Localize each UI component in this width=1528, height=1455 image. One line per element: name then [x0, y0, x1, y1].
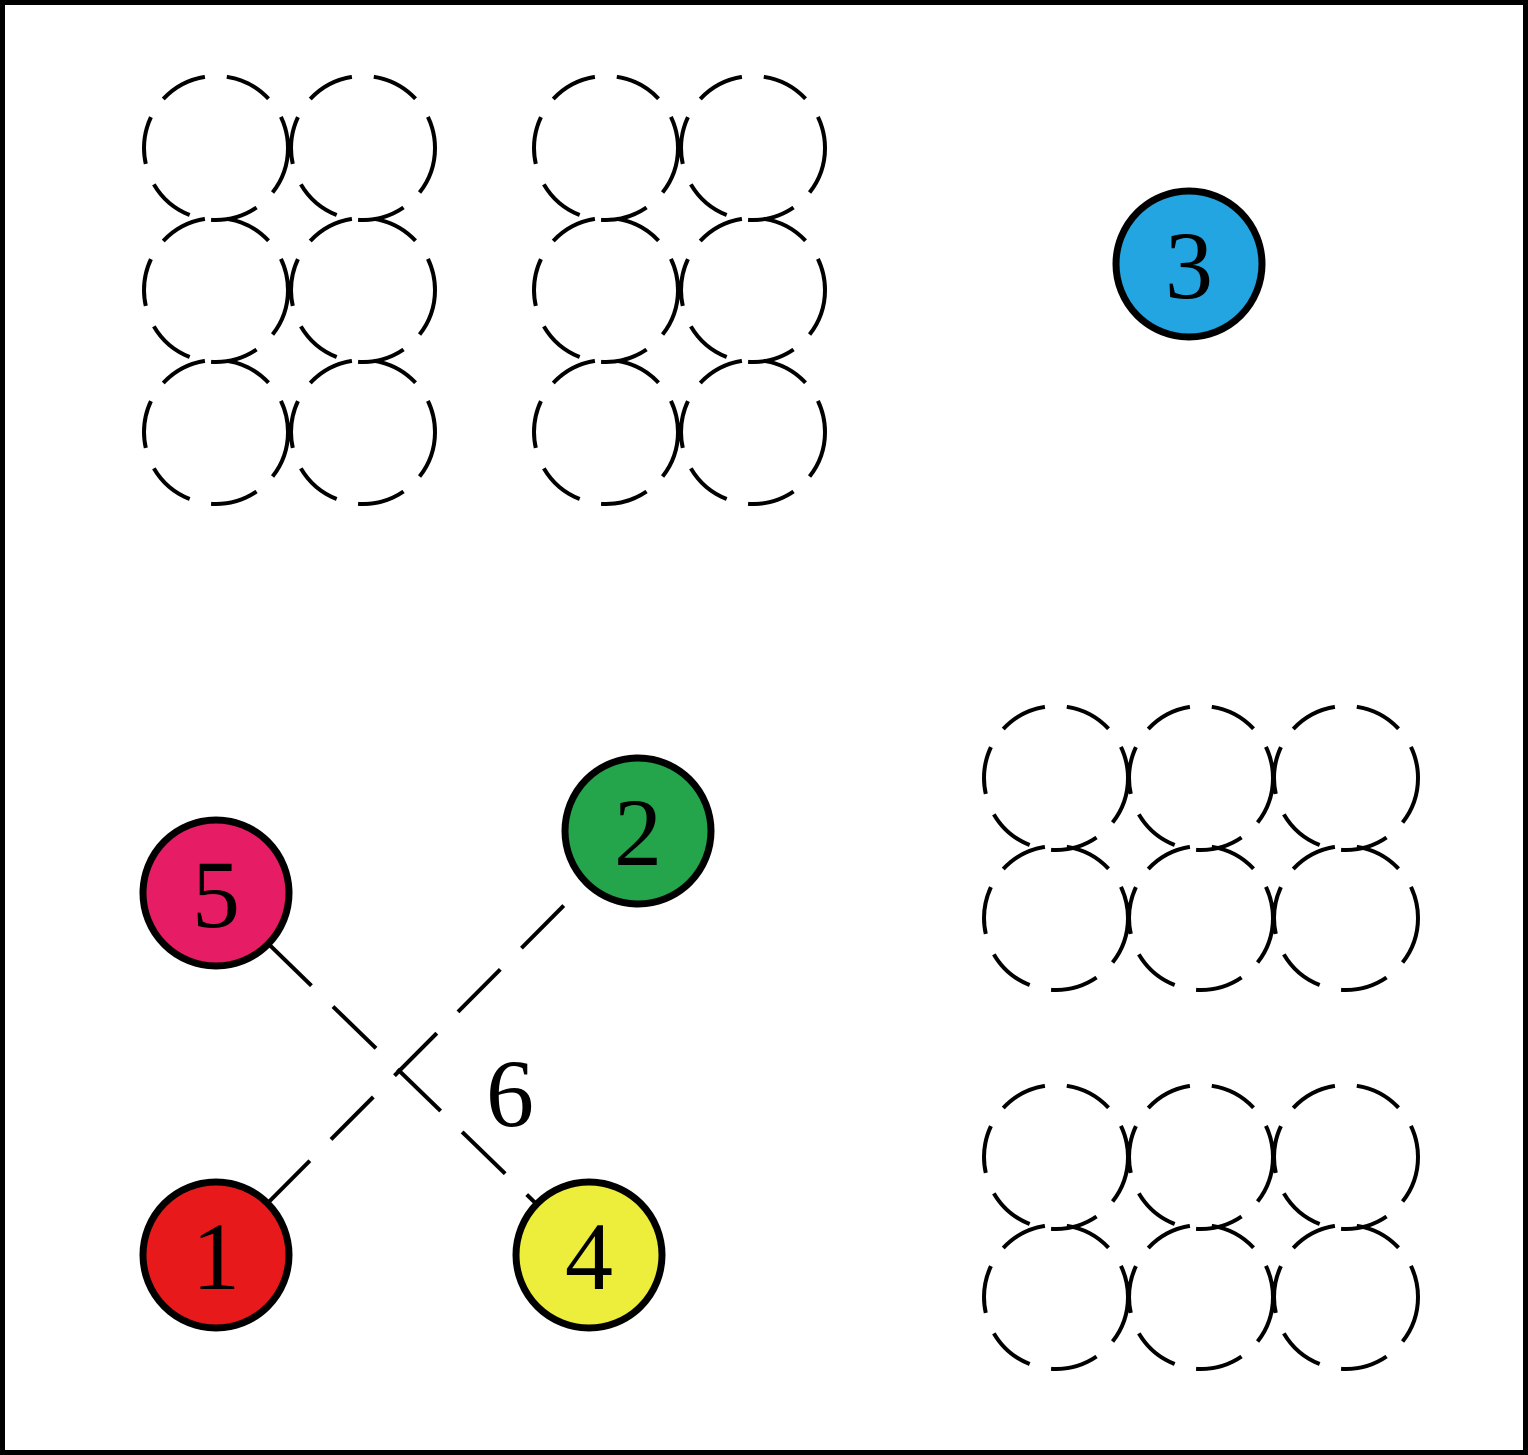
- group-top-left: [142, 74, 437, 506]
- dashed-circle: [1272, 844, 1420, 992]
- dashed-circle: [1272, 1223, 1420, 1371]
- dashed-circle: [532, 74, 680, 222]
- node-4-label: 4: [565, 1203, 613, 1310]
- dashed-circle: [1272, 1083, 1420, 1231]
- dashed-circle-groups: [142, 74, 1420, 1371]
- node-4-circle: [512, 1178, 666, 1332]
- dashed-circle: [679, 74, 827, 222]
- node-1-circle: [139, 1178, 293, 1332]
- node-1-label: 1: [192, 1203, 240, 1310]
- node-2-label: 2: [614, 779, 662, 886]
- dashed-circle: [532, 358, 680, 506]
- free-label-6: 6: [486, 1040, 534, 1147]
- dashed-circle: [289, 74, 437, 222]
- dashed-circle: [289, 358, 437, 506]
- node-5-circle: [139, 816, 293, 970]
- node-3: 3: [1112, 187, 1266, 341]
- node-2-circle: [561, 754, 715, 908]
- dashed-circle: [142, 358, 290, 506]
- connector-lines: [266, 881, 588, 1206]
- node-2: 2: [561, 754, 715, 908]
- dashed-circle: [142, 216, 290, 364]
- group-top-middle: [532, 74, 827, 506]
- connector-node-1-node-2: [266, 881, 588, 1205]
- node-4: 4: [512, 1178, 666, 1332]
- node-5: 5: [139, 816, 293, 970]
- node-5-label: 5: [192, 841, 240, 948]
- group-bottom-right-upper: [982, 704, 1420, 992]
- node-1: 1: [139, 1178, 293, 1332]
- dashed-circle: [289, 216, 437, 364]
- dashed-circle: [679, 358, 827, 506]
- dashed-circle: [142, 74, 290, 222]
- node-3-label: 3: [1165, 212, 1213, 319]
- numbered-nodes: 1 2 3 4 5: [139, 187, 1266, 1332]
- dashed-circle: [679, 216, 827, 364]
- node-3-circle: [1112, 187, 1266, 341]
- group-bottom-right-lower: [982, 1083, 1420, 1371]
- dashed-circle: [532, 216, 680, 364]
- connector-node-5-node-4: [266, 942, 539, 1206]
- dashed-circle: [1272, 704, 1420, 852]
